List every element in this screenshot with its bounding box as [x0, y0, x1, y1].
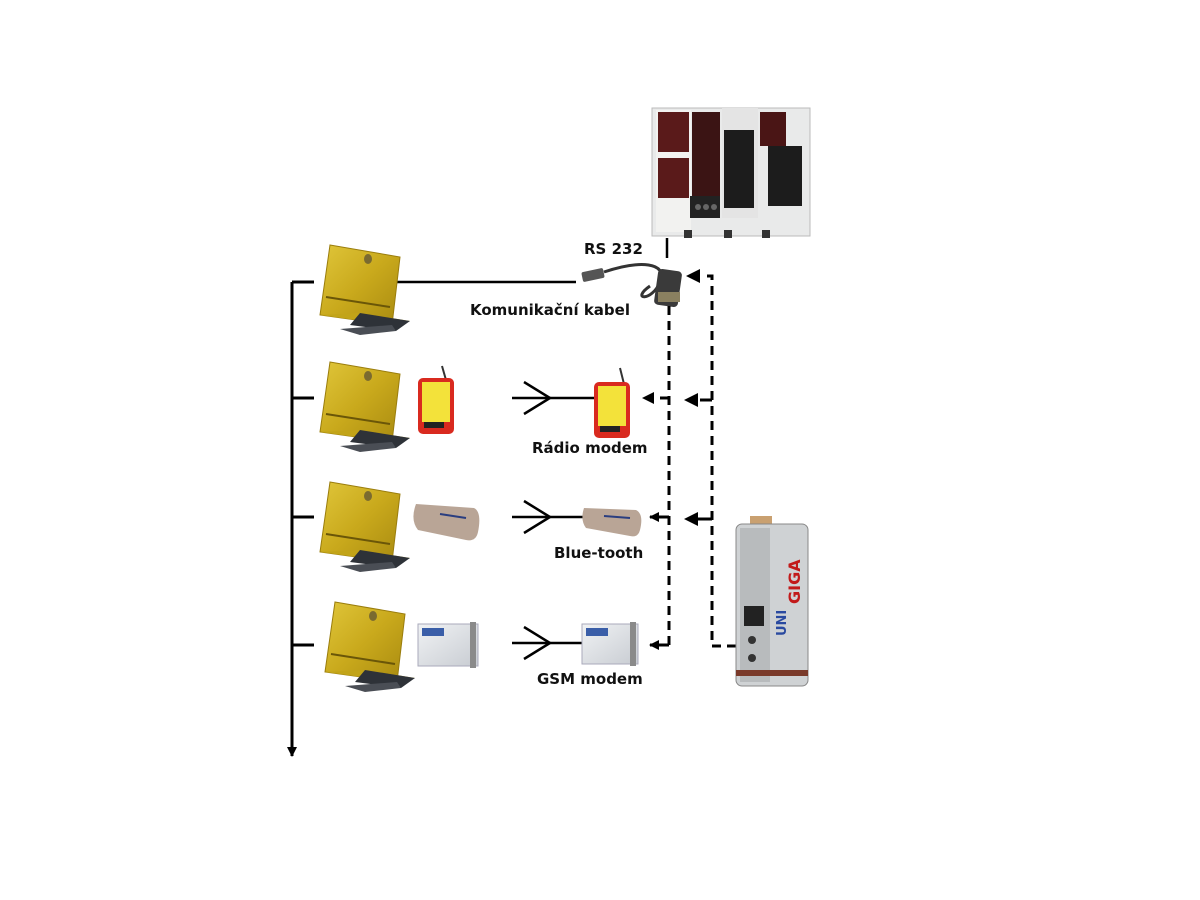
laptop-1 [319, 244, 411, 336]
antenna-radio [512, 380, 596, 416]
arrow-to-radio [684, 393, 698, 407]
label-radio: Rádio modem [532, 439, 648, 457]
radio-modem-local [418, 365, 454, 434]
dashed-bus-plc-main [640, 306, 671, 645]
bluetooth-adapter-local [413, 504, 480, 541]
laptop-3 [319, 481, 411, 573]
laptop-2 [319, 361, 411, 453]
label-rs232: RS 232 [584, 240, 643, 258]
antenna-gsm [512, 625, 584, 661]
dashed-bus-plc-secondary [702, 274, 736, 648]
arrow-to-cable [686, 269, 700, 283]
antenna-bluetooth [512, 499, 584, 535]
arrow-to-radio-remote [642, 392, 654, 404]
brand-uni: UNI [775, 610, 790, 636]
label-bluetooth: Blue-tooth [554, 544, 643, 562]
arrow-to-bluetooth [684, 512, 698, 526]
plc-main-device [651, 107, 811, 238]
label-cable: Komunikační kabel [470, 301, 630, 319]
communication-cable [581, 263, 682, 307]
laptop-4 [324, 601, 416, 693]
radio-modem-remote [594, 367, 630, 438]
brand-giga: GIGA [785, 559, 804, 604]
label-gsm: GSM modem [537, 670, 643, 688]
plc-secondary-device: UNI GIGA [735, 516, 809, 687]
bluetooth-adapter-remote [582, 508, 642, 537]
gsm-modem-remote [581, 622, 639, 666]
gsm-modem-local [417, 622, 479, 668]
